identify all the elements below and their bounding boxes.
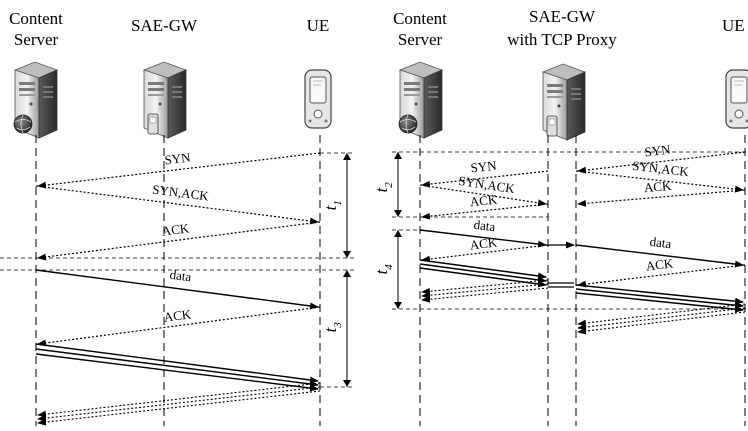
right-sae-gw-title-line2: with TCP Proxy <box>507 30 617 49</box>
right-ue-ack-label: ACK <box>643 178 672 195</box>
left-ue-icon <box>304 69 332 129</box>
left-content-server-icon <box>13 61 58 139</box>
left-syn-arrow <box>37 152 321 189</box>
left-diagram: Content Server SAE-GW UE SYN SY <box>0 9 354 426</box>
right-proxy-data-burst-arrows <box>419 259 547 288</box>
left-ue-title: UE <box>307 16 330 35</box>
right-ue-data-burst-arrows <box>575 284 744 313</box>
left-data-arrow <box>35 269 319 310</box>
right-proxy-ack-label: ACK <box>469 192 498 210</box>
right-proxy-data-ack-arrow <box>421 244 549 263</box>
left-t1-subscript: 1 <box>332 200 344 206</box>
right-proxy-syn-label: SYN <box>470 158 498 176</box>
left-syn-ack-arrow <box>35 185 319 225</box>
left-ack-label: ACK <box>161 220 191 238</box>
right-content-server-title-line2: Server <box>398 30 443 49</box>
left-data-burst-arrows <box>35 343 319 392</box>
left-data-ack-label: ACK <box>163 306 193 324</box>
left-ack-burst-arrows <box>37 382 321 426</box>
right-t4-label: t <box>372 268 391 274</box>
right-t4-subscript: 4 <box>383 264 395 270</box>
left-content-server-title-line2: Server <box>14 30 59 49</box>
right-t4-bracket <box>394 230 402 309</box>
left-sae-gw-icon <box>143 61 187 139</box>
left-t3-label: t <box>321 326 340 332</box>
right-ue-syn-arrow <box>577 151 746 174</box>
right-proxy-data-arrow <box>419 229 547 248</box>
left-syn-ack-label: SYN,ACK <box>151 182 210 204</box>
left-data-ack-arrow <box>37 306 321 347</box>
right-diagram: Content Server SAE-GW with TCP Proxy UE <box>372 7 748 426</box>
left-t3-subscript: 3 <box>332 322 344 329</box>
right-proxy-syn-ack-arrow <box>419 184 547 207</box>
left-t1-label: t <box>321 204 340 210</box>
right-ue-icon <box>725 69 748 129</box>
right-proxy-ack-arrow <box>421 203 549 220</box>
right-ue-data-ack-label: ACK <box>645 255 675 273</box>
left-t3-bracket <box>343 270 351 387</box>
right-ue-title: UE <box>722 16 745 35</box>
right-ue-ack-burst-arrows <box>577 303 746 335</box>
left-syn-label: SYN <box>164 150 192 168</box>
right-sae-gw-title-line1: SAE-GW <box>529 7 596 26</box>
right-content-server-title-line1: Content <box>393 9 447 28</box>
right-content-server-icon <box>398 61 443 139</box>
right-proxy-syn-arrow <box>421 170 549 188</box>
right-ue-syn-ack-label: SYN,ACK <box>631 158 690 179</box>
right-ue-data-ack-arrow <box>577 264 746 288</box>
left-content-server-title-line1: Content <box>9 9 63 28</box>
right-ue-data-label: data <box>649 234 673 251</box>
left-ack-arrow <box>37 221 321 261</box>
right-proxy-ack-burst-arrows <box>421 279 549 303</box>
right-ue-data-arrow <box>575 244 744 268</box>
left-data-label: data <box>169 267 193 285</box>
left-t1-bracket <box>343 153 351 258</box>
right-proxy-data-ack-label: ACK <box>469 234 499 252</box>
right-sae-gw-icon <box>542 63 586 141</box>
right-t2-subscript: 2 <box>383 182 395 188</box>
right-t2-label: t <box>372 186 391 192</box>
right-t2-bracket <box>394 152 402 217</box>
right-ue-syn-label: SYN <box>644 142 672 160</box>
right-proxy-data-label: data <box>473 217 497 234</box>
left-sae-gw-title: SAE-GW <box>131 16 198 35</box>
right-ue-syn-ack-arrow <box>575 170 744 193</box>
